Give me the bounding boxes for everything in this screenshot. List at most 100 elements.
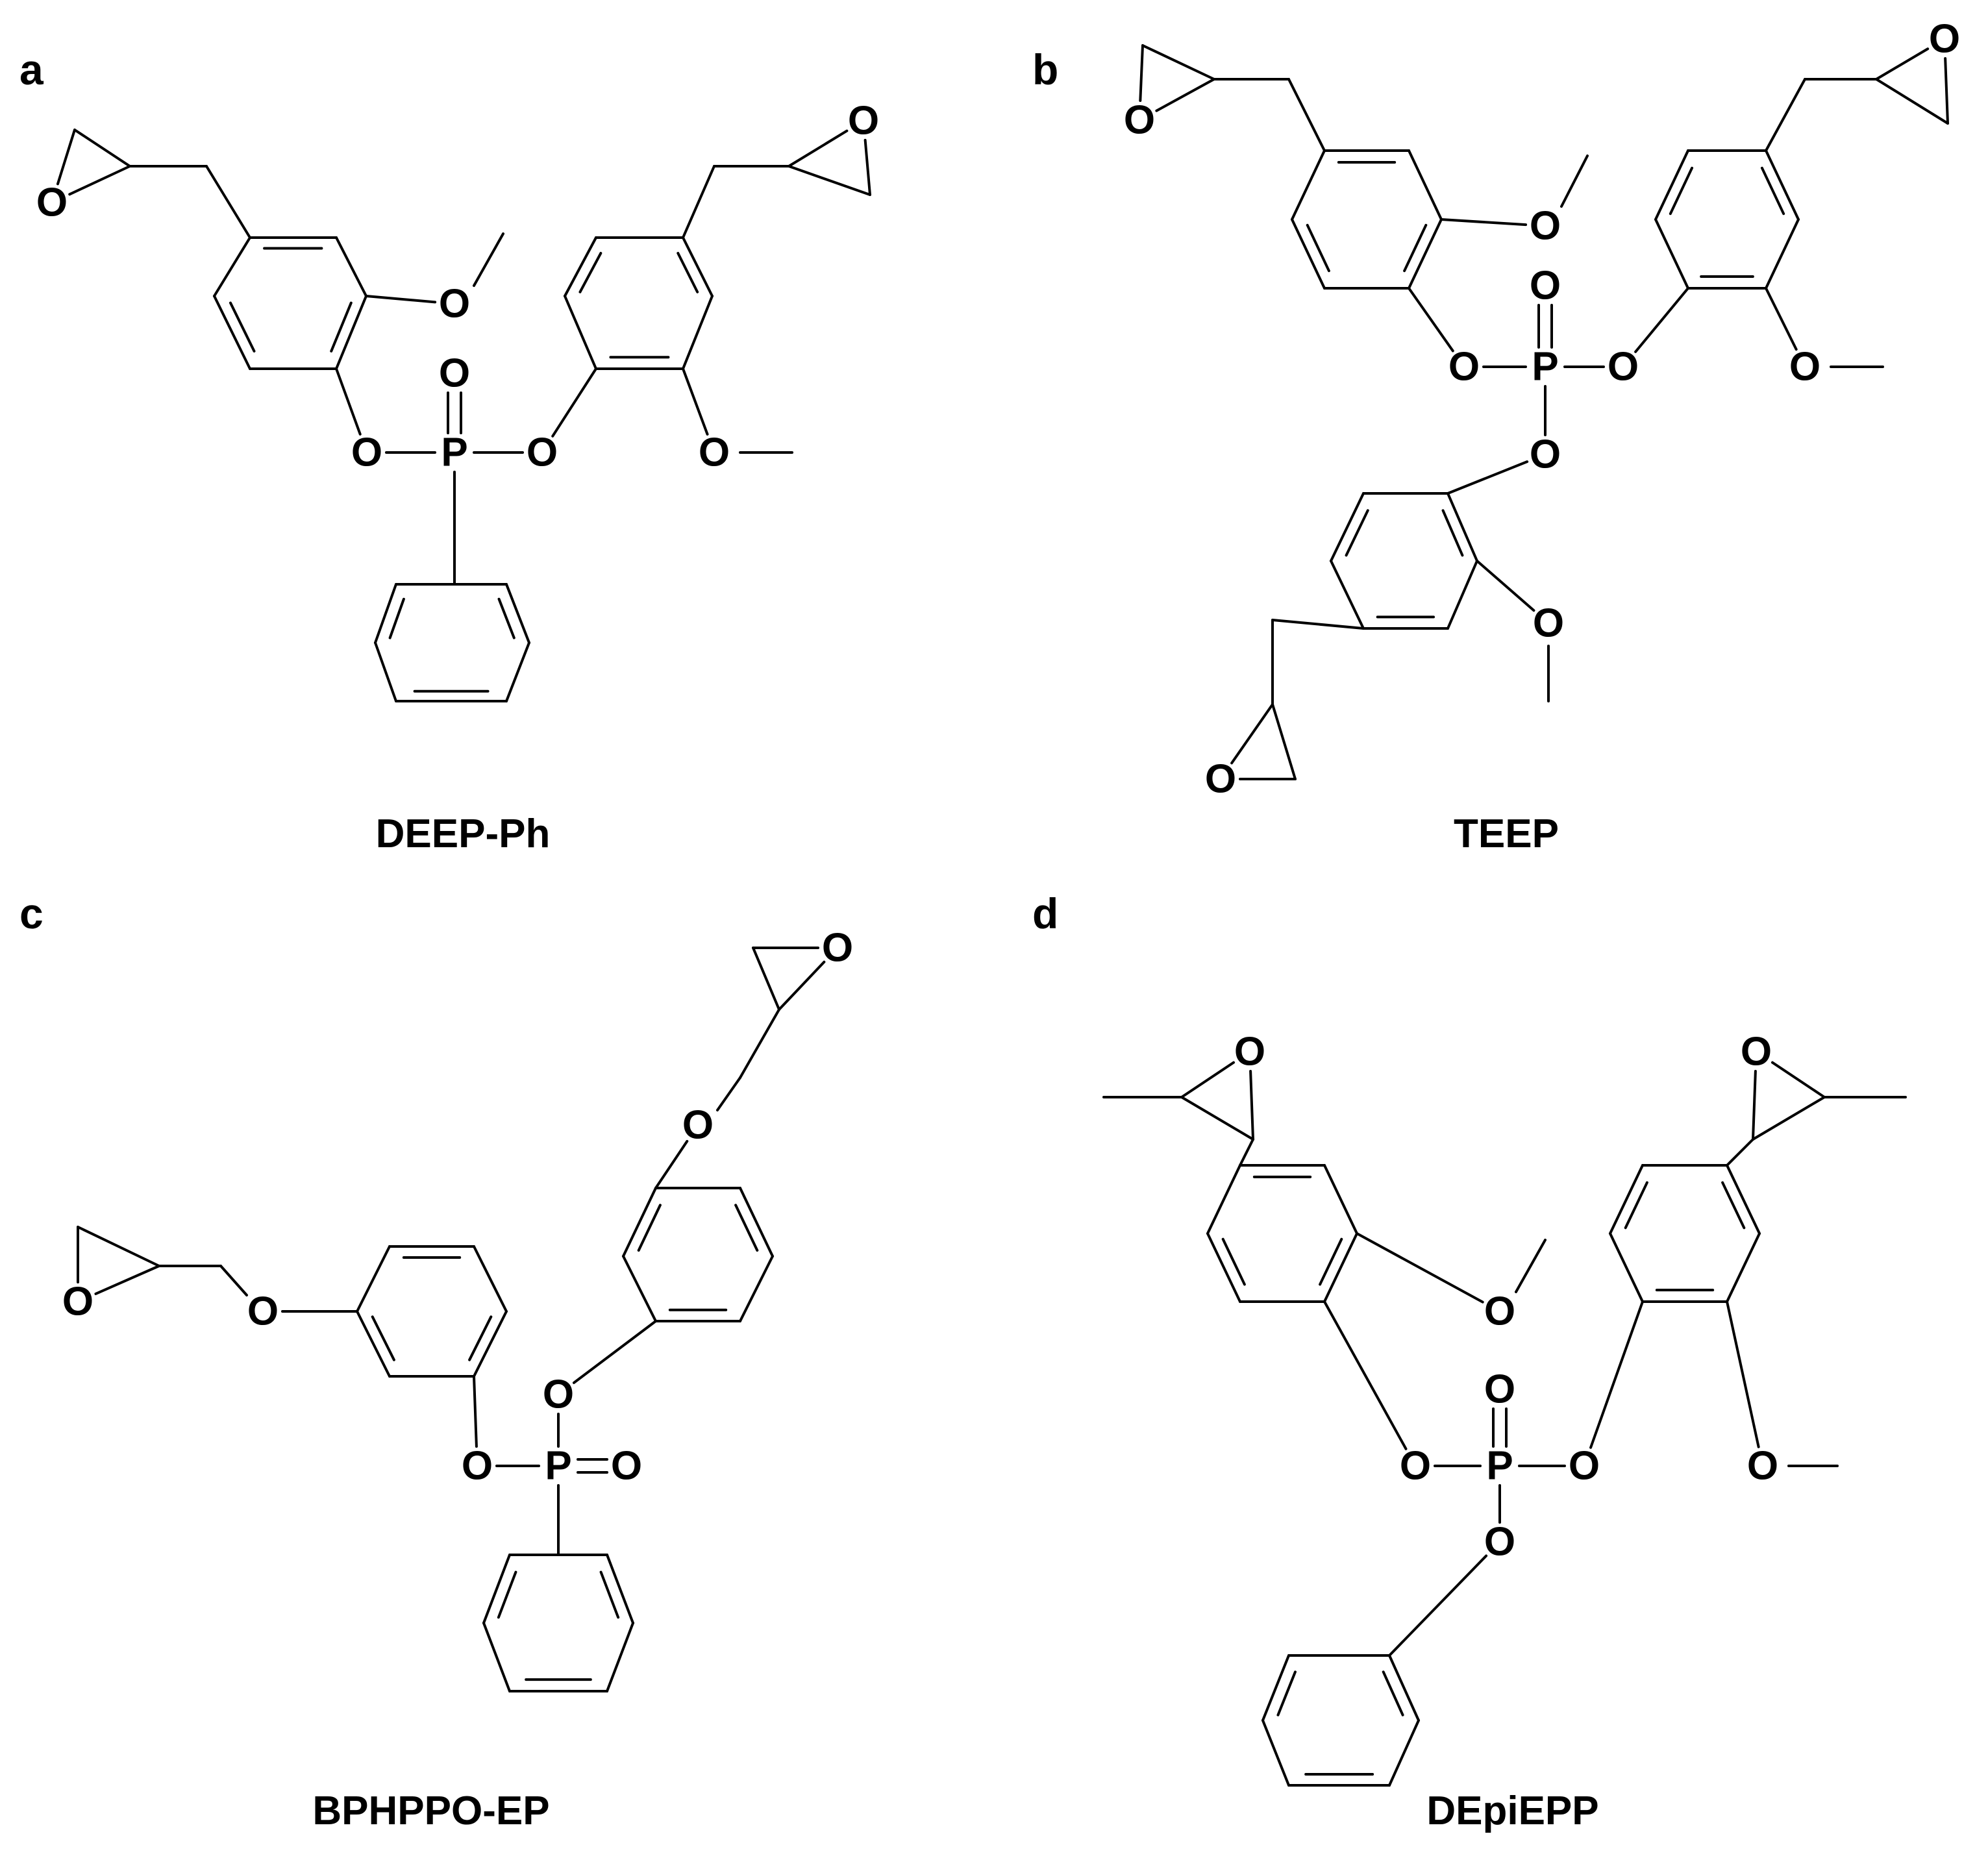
- bond-line: [1271, 619, 1365, 630]
- epoxide-bond: [1180, 1061, 1236, 1098]
- oxygen-atom-label: O: [1741, 1030, 1772, 1074]
- bond-line: [219, 1265, 248, 1296]
- epoxide-bond: [56, 129, 76, 186]
- ring-bond: [564, 236, 597, 297]
- bond-line: [1765, 78, 1806, 152]
- ring-inner-bond: [1721, 1181, 1746, 1230]
- ring-inner-bond: [497, 1570, 517, 1619]
- panel-a-letter: a: [19, 45, 44, 93]
- ring-inner-bond: [1441, 509, 1464, 557]
- epoxide-bond: [1155, 78, 1215, 112]
- epoxide-bond: [68, 165, 131, 196]
- oxygen-atom-label: O: [462, 1444, 493, 1489]
- ring-inner-bond: [1624, 1181, 1648, 1230]
- ring-bond: [1206, 1232, 1241, 1303]
- ring-inner-bond: [734, 1204, 759, 1252]
- ring-bond: [1291, 149, 1326, 221]
- ring-bond: [1447, 492, 1478, 562]
- ring-bond: [505, 641, 530, 702]
- panel-b-letter: b: [1032, 45, 1058, 93]
- ring-bond: [739, 1187, 774, 1258]
- oxygen-atom-label: O: [1569, 1444, 1600, 1489]
- epoxide-bond: [1752, 1069, 1757, 1141]
- ring-bond: [473, 1310, 508, 1378]
- bond-line: [1634, 287, 1689, 353]
- epoxide-bond: [788, 165, 871, 196]
- bond-line: [1323, 1300, 1408, 1450]
- ring-bond: [1609, 1164, 1644, 1235]
- epoxide-bond: [1139, 44, 1144, 103]
- oxygen-atom-label: O: [1484, 1520, 1515, 1565]
- bond-line: [1239, 1138, 1254, 1167]
- ring-bond: [564, 295, 597, 370]
- ring-bond: [213, 295, 251, 370]
- ring-bond: [1408, 218, 1443, 290]
- bond-line: [1447, 460, 1529, 495]
- oxygen-atom-label: O: [1608, 345, 1639, 390]
- epoxide-bond: [864, 138, 871, 196]
- ring-bond: [1206, 1164, 1241, 1235]
- ring-inner-bond: [1760, 166, 1785, 216]
- ring-bond: [682, 236, 714, 297]
- bond-line: [716, 1076, 741, 1111]
- ring-inner-bond: [1403, 223, 1428, 273]
- ring-bond: [374, 641, 397, 702]
- ring-inner-bond: [1669, 166, 1694, 216]
- bond-line: [739, 1008, 780, 1079]
- ring-inner-bond: [371, 1315, 395, 1361]
- bond-line: [682, 367, 709, 436]
- ring-bond: [335, 236, 367, 297]
- epoxide-bond: [1249, 1069, 1254, 1141]
- ring-bond: [374, 583, 397, 644]
- oxygen-atom-label: O: [1484, 1367, 1515, 1412]
- panel-b-compound-name: TEEP: [1454, 812, 1559, 856]
- epoxide-bond: [1180, 1096, 1254, 1141]
- oxygen-atom-label: O: [1533, 601, 1564, 646]
- oxygen-atom-label: O: [62, 1280, 93, 1324]
- oxygen-atom-label: O: [543, 1372, 574, 1417]
- oxygen-atom-label: O: [1484, 1289, 1515, 1334]
- bond-line: [1356, 1232, 1484, 1304]
- oxygen-atom-label: O: [247, 1289, 279, 1334]
- ring-bond: [473, 1245, 508, 1313]
- bond-line: [1287, 78, 1326, 152]
- epoxide-bond: [788, 129, 849, 167]
- ring-inner-bond: [1319, 1237, 1343, 1286]
- ring-inner-bond: [677, 252, 699, 293]
- epoxide-bond: [94, 1265, 160, 1295]
- oxygen-atom-label: O: [1530, 432, 1561, 477]
- bond-line: [1560, 155, 1589, 208]
- oxygen-atom-label: O: [1747, 1444, 1778, 1489]
- oxygen-atom-label: O: [1205, 757, 1236, 802]
- panel-a-compound-name: DEEP-Ph: [376, 812, 551, 856]
- epoxide-bond: [1752, 1096, 1826, 1141]
- epoxide-bond: [1875, 47, 1930, 81]
- oxygen-atom-label: O: [439, 282, 470, 327]
- oxygen-atom-label: O: [1234, 1030, 1265, 1074]
- oxygen-atom-label: O: [1530, 204, 1561, 249]
- oxygen-atom-label: O: [1929, 17, 1960, 62]
- ring-bond: [606, 1622, 634, 1692]
- ring-inner-bond: [1382, 1670, 1404, 1716]
- bond-line: [1476, 560, 1535, 612]
- ring-inner-bond: [468, 1315, 493, 1361]
- ring-bond: [335, 295, 367, 370]
- ring-bond: [1654, 149, 1689, 221]
- phosphorus-atom-label: P: [1486, 1444, 1513, 1489]
- ring-inner-bond: [229, 301, 256, 353]
- epoxide-bond: [1771, 1061, 1826, 1098]
- ring-bond: [1654, 218, 1689, 290]
- bond-line: [1408, 287, 1454, 353]
- ring-bond: [1330, 560, 1365, 630]
- bond-line: [473, 1375, 478, 1448]
- ring-bond: [1609, 1232, 1644, 1303]
- ring-inner-bond: [388, 597, 405, 639]
- epoxide-bond: [1944, 56, 1949, 125]
- ring-inner-bond: [1221, 1237, 1246, 1286]
- bond-line: [1589, 1300, 1644, 1449]
- ring-bond: [1323, 1164, 1358, 1235]
- ring-bond: [1726, 1232, 1761, 1303]
